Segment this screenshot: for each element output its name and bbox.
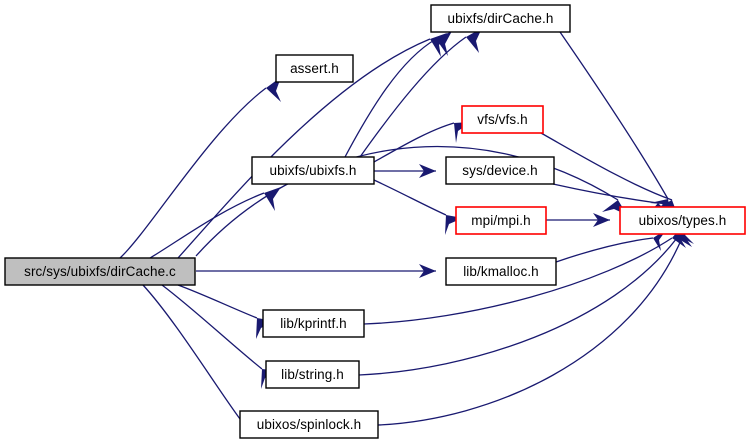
nodes-layer: src/sys/ubixfs/dirCache.c ubixfs/dirCache…	[4, 4, 746, 439]
edge-spinlock_h-to-types_h	[377, 222, 694, 426]
graph-node-string-h[interactable]: lib/string.h	[265, 360, 360, 389]
edge-dircache_h-to-types_h	[559, 31, 671, 216]
edge-mpi_h-to-types_h	[546, 213, 610, 227]
arrowhead-icon	[264, 187, 281, 211]
edge-kmalloc_h-to-types_h	[555, 229, 667, 263]
edges-layer	[119, 28, 694, 439]
edge-ubixfs_h-to-dircache_h	[344, 31, 452, 158]
edge-dircache_c-to-kprintf_h	[177, 284, 274, 339]
edge-ubixfs_h-to-dircache_h2	[359, 28, 482, 158]
graph-node-vfs-h[interactable]: vfs/vfs.h	[461, 105, 544, 134]
edge-dircache_c-to-assert_h	[119, 77, 281, 259]
graph-node-kprintf-h[interactable]: lib/kprintf.h	[262, 309, 365, 338]
graph-node-kmalloc-h[interactable]: lib/kmalloc.h	[445, 257, 557, 286]
node-box[interactable]	[265, 360, 360, 389]
edge-line	[552, 183, 659, 204]
node-label: vfs/vfs.h	[477, 112, 527, 127]
edge-line	[359, 36, 467, 158]
arrowhead-icon	[436, 31, 452, 56]
node-label: sys/device.h	[462, 163, 537, 178]
arrowhead-icon	[466, 28, 482, 53]
edge-ubixfs_h-to-device_h	[374, 164, 436, 178]
graph-node-device-h[interactable]: sys/device.h	[445, 156, 555, 185]
node-box[interactable]	[4, 257, 196, 286]
node-label: ubixfs/dirCache.h	[447, 11, 553, 26]
node-box[interactable]	[430, 4, 571, 33]
graph-node-spinlock-h[interactable]: ubixos/spinlock.h	[239, 410, 379, 439]
node-box[interactable]	[262, 309, 365, 338]
edge-line	[142, 284, 241, 420]
graph-node-dircache-h[interactable]: ubixfs/dirCache.h	[430, 4, 571, 33]
edge-ubixfs_h-to-vfs_h	[373, 122, 471, 163]
edge-string_h-to-types_h	[358, 224, 692, 376]
node-box[interactable]	[445, 156, 555, 185]
edge-line	[540, 132, 673, 201]
edge-line	[373, 179, 447, 216]
node-label: ubixos/types.h	[639, 213, 727, 228]
graph-node-mpi-h[interactable]: mpi/mpi.h	[455, 206, 547, 235]
arrowhead-icon	[655, 200, 678, 216]
edge-line	[377, 237, 683, 426]
edge-line	[119, 87, 267, 259]
edge-line	[358, 237, 678, 376]
arrowhead-icon	[682, 222, 694, 244]
arrowhead-icon	[419, 164, 436, 178]
arrowhead-icon	[653, 229, 667, 251]
edge-line	[555, 237, 654, 263]
edge-line	[149, 192, 265, 259]
arrowhead-icon	[419, 264, 436, 278]
node-box[interactable]	[619, 206, 746, 235]
arrowhead-icon	[593, 213, 610, 227]
edge-line	[177, 284, 258, 319]
edge-line	[195, 145, 619, 257]
node-label: src/sys/ubixfs/dirCache.c	[24, 264, 176, 279]
node-label: lib/kmalloc.h	[463, 264, 539, 279]
node-box[interactable]	[461, 105, 544, 134]
node-box[interactable]	[275, 54, 354, 83]
node-box[interactable]	[455, 206, 547, 235]
arrowhead-icon	[445, 215, 463, 235]
node-label: lib/kprintf.h	[280, 316, 347, 331]
node-label: ubixfs/ubixfs.h	[269, 163, 356, 178]
node-box[interactable]	[445, 257, 557, 286]
arrowhead-icon	[454, 122, 471, 143]
edge-dircache_c-to-ubixfs_h	[149, 187, 281, 259]
graph-node-dircache-c[interactable]: src/sys/ubixfs/dirCache.c	[4, 257, 196, 286]
node-label: mpi/mpi.h	[471, 213, 530, 228]
graph-node-ubixfs-h[interactable]: ubixfs/ubixfs.h	[251, 156, 375, 185]
node-box[interactable]	[251, 156, 375, 185]
edge-dircache_c-to-string_h	[161, 284, 279, 389]
node-label: assert.h	[290, 61, 339, 76]
edge-dircache_c-to-kmalloc_h	[196, 264, 436, 278]
node-label: ubixos/spinlock.h	[257, 417, 362, 432]
edge-line	[161, 284, 263, 370]
node-label: lib/string.h	[281, 367, 344, 382]
edge-line	[373, 122, 455, 163]
graph-node-types-h[interactable]: ubixos/types.h	[619, 206, 746, 235]
arrowhead-icon	[266, 77, 281, 102]
edge-line	[344, 38, 437, 158]
graph-node-assert-h[interactable]: assert.h	[275, 54, 354, 83]
edge-line	[177, 38, 431, 259]
edge-line	[559, 31, 669, 200]
edge-line	[363, 237, 673, 325]
node-box[interactable]	[239, 410, 379, 439]
edge-ubixfs_h-to-mpi_h	[373, 179, 463, 235]
edge-vfs_h-to-types_h	[540, 132, 678, 216]
